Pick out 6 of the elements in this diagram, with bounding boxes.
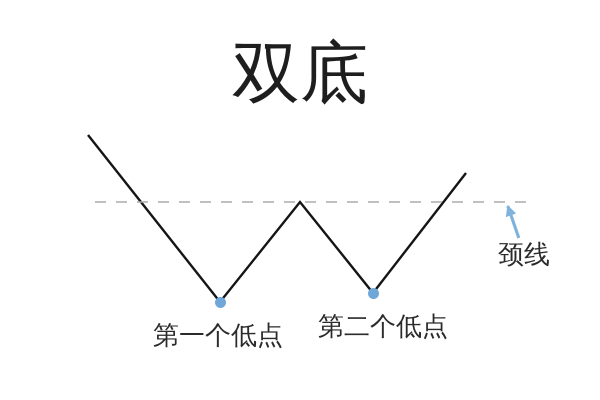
title-heading: 双底 [232,40,368,108]
low-point-label: 第一个低点 [153,322,283,352]
leader-arrow [506,204,520,239]
low-point-label: 第二个低点 [318,313,448,343]
neckline-label: 颈线 [498,241,550,271]
neckline-dashed-line [95,199,527,205]
